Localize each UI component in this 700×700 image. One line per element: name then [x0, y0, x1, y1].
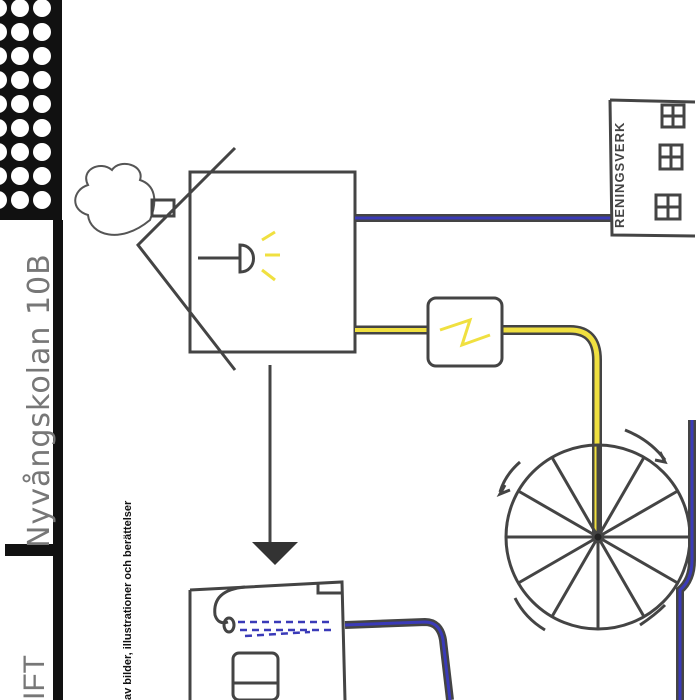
dot [33, 143, 51, 161]
dot [11, 47, 29, 65]
dot [11, 23, 29, 41]
dot [11, 191, 29, 209]
wheel-spoke [596, 536, 646, 618]
dot [11, 143, 29, 161]
dot [33, 71, 51, 89]
dot-strip [0, 0, 63, 700]
wheel-spoke [596, 456, 646, 538]
dot [0, 119, 7, 137]
smoke-cloud [74, 162, 156, 236]
transformer-box [426, 296, 504, 368]
dot [0, 23, 7, 41]
dot [0, 143, 7, 161]
school-label: Nyvångskolan 10B [22, 253, 57, 548]
wheel-spoke [597, 489, 679, 539]
treatment-plant-label: RENINGSVERK [612, 121, 627, 228]
wheel-spoke [597, 535, 679, 585]
wheel-spoke [517, 535, 599, 585]
dot [11, 95, 29, 113]
dot [33, 167, 51, 185]
wheel-spoke [517, 489, 599, 539]
wheel-spoke [550, 456, 600, 538]
house [136, 146, 357, 371]
dot [33, 119, 51, 137]
shower-water [238, 620, 336, 638]
dot [33, 0, 51, 17]
dot [11, 119, 29, 137]
wheel-spoke [550, 536, 600, 618]
dot [0, 71, 7, 89]
dot [0, 167, 7, 185]
power-line [355, 325, 602, 535]
water-pipe-right [676, 420, 696, 700]
water-pipe-bathroom [344, 617, 454, 700]
treatment-plant [608, 98, 696, 238]
dot [0, 0, 7, 17]
dot [33, 95, 51, 113]
dot [0, 47, 7, 65]
dot [33, 47, 51, 65]
dot [0, 191, 7, 209]
dot [0, 95, 7, 113]
partial-title: IFT [18, 655, 51, 700]
dot [33, 23, 51, 41]
dot [11, 0, 29, 17]
down-arrow [252, 365, 298, 565]
dot [11, 167, 29, 185]
dot [33, 191, 51, 209]
dot [11, 71, 29, 89]
caption-text: av bilder, illustrationer och berättelse… [122, 500, 134, 700]
lamp-light-icon [261, 230, 280, 282]
bathroom [188, 580, 347, 700]
